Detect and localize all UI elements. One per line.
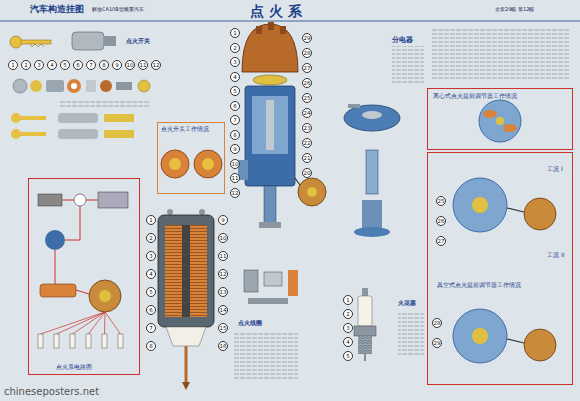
part-group-name: 点火开关: [126, 38, 150, 45]
callout-number: 3: [34, 60, 44, 70]
callout-number: 8: [146, 341, 156, 351]
callout-number: 7: [146, 323, 156, 333]
callout-number: 1: [146, 215, 156, 225]
callout-number: 5: [343, 351, 353, 361]
callout-number: 2: [343, 309, 353, 319]
callout-number: 2: [21, 60, 31, 70]
callout-number: 11: [218, 251, 228, 261]
ignition-coil: [158, 209, 214, 390]
callout-number: 12: [230, 188, 240, 198]
callout-number: 6: [230, 101, 240, 111]
callout-number: 14: [218, 305, 228, 315]
sheet-number: 全套29幅 第12幅: [495, 7, 534, 13]
callout-number: 10: [125, 60, 135, 70]
callout-number: 12: [151, 60, 161, 70]
switch-detail: [161, 150, 222, 178]
callout-number: 6: [146, 305, 156, 315]
condenser-parts: [244, 270, 298, 304]
callout-number: 11: [138, 60, 148, 70]
callout-number: 28: [432, 318, 442, 328]
ignition-switch-parts: [10, 32, 150, 139]
callout-number: 5: [60, 60, 70, 70]
callout-number: 23: [302, 123, 312, 133]
panel-box: 真空式点火提前调节器工作情况 工况 I 工况 II: [427, 152, 573, 385]
callout-number: 13: [218, 287, 228, 297]
panel-box: 点火开关工作情况: [157, 122, 225, 194]
vehicle-model: 解放CA10B型载重汽车: [92, 7, 144, 13]
spark-plug: [354, 288, 376, 361]
panel-title: 点火系电路图: [55, 363, 93, 370]
watermark: chineseposters.net: [4, 386, 99, 398]
callout-number: 27: [302, 63, 312, 73]
callout-number: 4: [146, 269, 156, 279]
callout-number: 25: [436, 196, 446, 206]
panel-label: 工况 I: [546, 165, 564, 172]
callout-number: 1: [8, 60, 18, 70]
callout-number: 8: [230, 130, 240, 140]
panel-title: 离心式点火提前调节器工作情况: [432, 92, 518, 99]
vacuum-advance: [453, 178, 556, 363]
callout-number: 28: [302, 48, 312, 58]
callout-number: 7: [86, 60, 96, 70]
panel-box: 点火系电路图: [28, 178, 140, 375]
callout-number: 16: [218, 341, 228, 351]
callout-number: 5: [146, 287, 156, 297]
header-rule: [0, 21, 580, 22]
callout-number: 29: [302, 33, 312, 43]
panel-title: 真空式点火提前调节器工作情况: [436, 281, 522, 288]
callout-number: 1: [343, 295, 353, 305]
callout-number: 21: [302, 153, 312, 163]
centrifugal-advance: [479, 100, 521, 142]
part-group-name: 火花塞: [398, 300, 416, 307]
callout-number: 26: [436, 216, 446, 226]
callout-number: 2: [146, 233, 156, 243]
callout-number: 7: [230, 115, 240, 125]
callout-number: 4: [343, 337, 353, 347]
circuit-drawing: [38, 192, 128, 348]
callout-number: 9: [218, 215, 228, 225]
callout-number: 2: [230, 43, 240, 53]
callout-number: 6: [73, 60, 83, 70]
callout-number: 15: [218, 323, 228, 333]
callout-number: 3: [343, 323, 353, 333]
panel-title: 点火开关工作情况: [160, 125, 210, 132]
callout-number: 9: [112, 60, 122, 70]
callout-number: 29: [432, 338, 442, 348]
parts-table: [60, 28, 570, 380]
callout-number: 5: [230, 86, 240, 96]
callout-number: 22: [302, 138, 312, 148]
callout-number: 3: [146, 251, 156, 261]
callout-number: 8: [99, 60, 109, 70]
panel-box: 离心式点火提前调节器工作情况: [427, 88, 573, 150]
callout-number: 20: [302, 168, 312, 178]
callout-number: 27: [436, 236, 446, 246]
callout-number: 1: [230, 28, 240, 38]
callout-number: 26: [302, 78, 312, 88]
callout-number: 4: [230, 72, 240, 82]
callout-number: 3: [230, 57, 240, 67]
callout-number: 12: [218, 269, 228, 279]
part-group-name: 点火线圈: [238, 320, 262, 327]
panel-label: 工况 II: [546, 251, 565, 258]
callout-number: 4: [47, 60, 57, 70]
poster-series: 汽车构造挂图: [30, 4, 84, 14]
callout-number: 11: [230, 173, 240, 183]
callout-number: 9: [230, 144, 240, 154]
part-group-name: 分电器: [392, 36, 413, 44]
callout-number: 10: [230, 159, 240, 169]
distributor: [238, 22, 400, 237]
callout-number: 10: [218, 233, 228, 243]
callout-number: 24: [302, 108, 312, 118]
callout-number: 25: [302, 93, 312, 103]
poster-title: 点 火 系: [250, 3, 302, 19]
